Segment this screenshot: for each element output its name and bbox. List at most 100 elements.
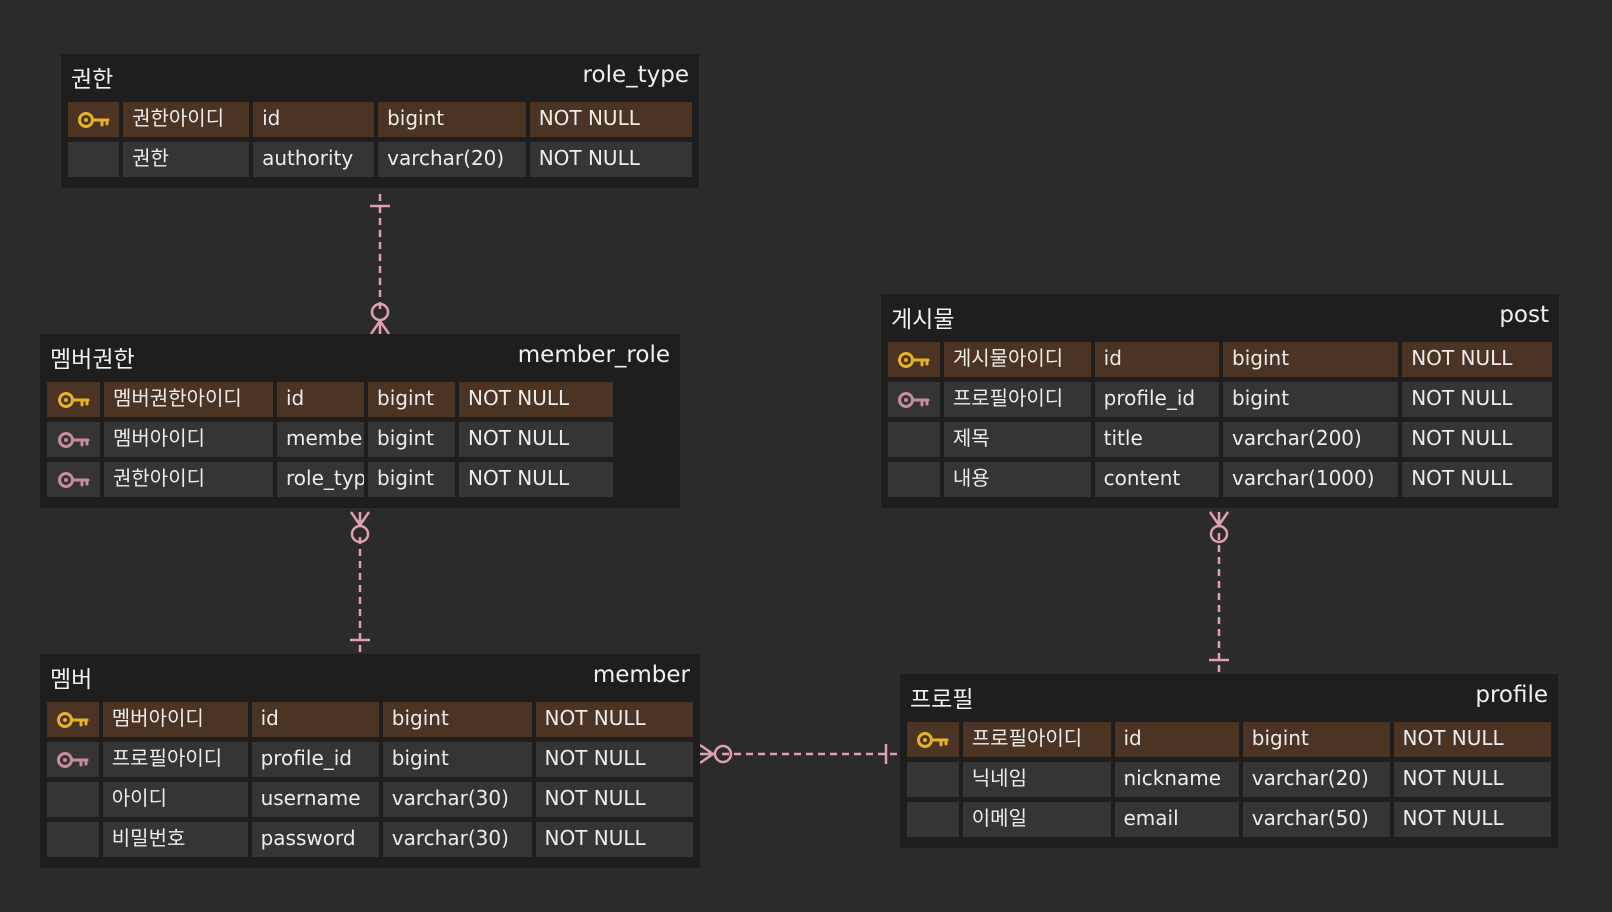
column-logical: 아이디 bbox=[102, 782, 248, 817]
column-logical: 권한아이디 bbox=[104, 462, 273, 497]
relation-member-member-role-many-marker bbox=[349, 511, 371, 528]
entity-logical-name: 멤버 bbox=[50, 667, 93, 693]
relation-profile-post-many-marker bbox=[1208, 511, 1230, 528]
column-nullable: NOT NULL bbox=[1402, 422, 1552, 457]
column-type: varchar(20) bbox=[1242, 762, 1390, 797]
primary-key-icon bbox=[68, 102, 120, 137]
entity-header: 멤버 member bbox=[47, 654, 693, 702]
column-type: bigint bbox=[378, 102, 526, 137]
entity-physical-name: member_role bbox=[517, 342, 670, 368]
column-physical: authority bbox=[253, 142, 375, 177]
key-cell bbox=[888, 462, 940, 497]
column-physical: id bbox=[253, 102, 375, 137]
entity-logical-name: 게시물 bbox=[891, 307, 955, 333]
column-type: varchar(30) bbox=[382, 782, 532, 817]
column-type: bigint bbox=[1223, 342, 1399, 377]
column-nullable: NOT NULL bbox=[459, 382, 613, 417]
entity-physical-name: role_type bbox=[582, 62, 689, 88]
column-nullable: NOT NULL bbox=[535, 822, 693, 857]
column-logical: 프로필아이디 bbox=[962, 722, 1111, 757]
column-nullable: NOT NULL bbox=[1402, 382, 1552, 417]
column-physical: title bbox=[1094, 422, 1220, 457]
entity-logical-name: 권한 bbox=[71, 67, 114, 93]
column-type: bigint bbox=[382, 742, 532, 777]
column-nullable: NOT NULL bbox=[529, 142, 692, 177]
column-type: bigint bbox=[1223, 382, 1399, 417]
column-physical: profile_id bbox=[1094, 382, 1220, 417]
primary-key-icon bbox=[907, 722, 959, 757]
entity-logical-name: 멤버권한 bbox=[50, 347, 135, 373]
column-logical: 닉네임 bbox=[962, 762, 1111, 797]
column-physical: profile_id bbox=[251, 742, 379, 777]
column-type: bigint bbox=[368, 422, 455, 457]
column-type: varchar(1000) bbox=[1223, 462, 1399, 497]
key-cell bbox=[68, 142, 120, 177]
column-logical: 제목 bbox=[943, 422, 1091, 457]
column-physical: id bbox=[251, 702, 379, 737]
column-nullable: NOT NULL bbox=[1393, 802, 1552, 837]
column-physical: role_type_id bbox=[277, 462, 364, 497]
column-physical: member_id bbox=[277, 422, 364, 457]
column-logical: 멤버권한아이디 bbox=[104, 382, 273, 417]
column-logical: 프로필아이디 bbox=[102, 742, 248, 777]
column-type: bigint bbox=[368, 382, 455, 417]
column-type: bigint bbox=[368, 462, 455, 497]
entity-header: 멤버권한 member_role bbox=[47, 334, 673, 382]
relation-role-type-member-role-many-marker bbox=[369, 318, 391, 335]
column-type: bigint bbox=[382, 702, 532, 737]
key-cell bbox=[47, 822, 99, 857]
entity-header: 프로필 profile bbox=[907, 674, 1551, 722]
entity-header: 권한 role_type bbox=[68, 54, 692, 102]
column-logical: 내용 bbox=[943, 462, 1091, 497]
column-logical: 권한아이디 bbox=[123, 102, 250, 137]
column-physical: id bbox=[1114, 722, 1239, 757]
column-physical: content bbox=[1094, 462, 1220, 497]
foreign-key-icon bbox=[47, 422, 100, 457]
entity-physical-name: post bbox=[1499, 302, 1549, 328]
column-logical: 이메일 bbox=[962, 802, 1111, 837]
column-type: varchar(20) bbox=[378, 142, 526, 177]
column-nullable: NOT NULL bbox=[459, 422, 613, 457]
column-nullable: NOT NULL bbox=[535, 742, 693, 777]
column-type: varchar(200) bbox=[1223, 422, 1399, 457]
foreign-key-icon bbox=[47, 462, 100, 497]
relation-profile-member-many-marker bbox=[699, 743, 716, 765]
column-physical: id bbox=[1094, 342, 1220, 377]
column-nullable: NOT NULL bbox=[1393, 762, 1552, 797]
column-physical: password bbox=[251, 822, 379, 857]
entity-header: 게시물 post bbox=[888, 294, 1552, 342]
column-physical: id bbox=[277, 382, 364, 417]
entity-physical-name: member bbox=[592, 662, 690, 688]
column-physical: email bbox=[1114, 802, 1239, 837]
key-cell bbox=[888, 422, 940, 457]
column-type: varchar(30) bbox=[382, 822, 532, 857]
column-physical: username bbox=[251, 782, 379, 817]
column-logical: 프로필아이디 bbox=[943, 382, 1091, 417]
column-logical: 게시물아이디 bbox=[943, 342, 1091, 377]
primary-key-icon bbox=[47, 702, 99, 737]
column-nullable: NOT NULL bbox=[535, 782, 693, 817]
